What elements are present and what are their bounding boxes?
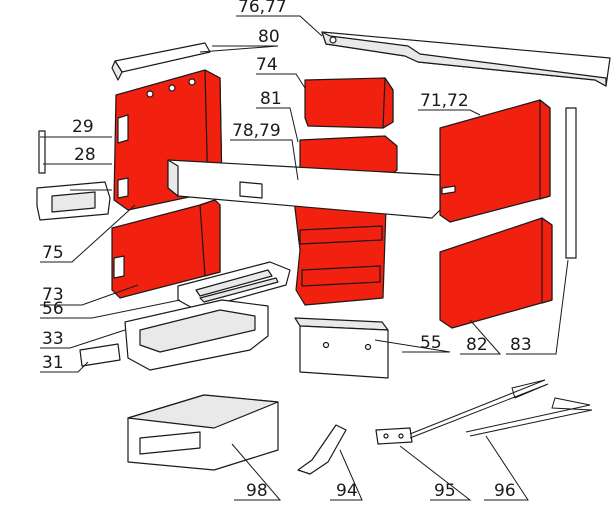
label-31: 31: [42, 353, 64, 373]
part-lower-left-brick: [111, 199, 221, 299]
part-handle-plate: [375, 379, 549, 445]
label-82: 82: [466, 335, 488, 355]
label-80: 80: [258, 27, 280, 47]
part-crossbar-baffle: [167, 159, 441, 219]
part-vertical-strip: [565, 107, 577, 259]
label-71-72: 71,72: [420, 91, 469, 111]
label-29: 29: [72, 117, 94, 137]
label-95: 95: [434, 481, 456, 501]
label-98: 98: [246, 481, 268, 501]
label-56: 56: [42, 299, 64, 319]
label-28: 28: [74, 145, 96, 165]
part-top-center-brick: [304, 77, 394, 129]
part-right-upper-brick: [439, 99, 551, 223]
label-83: 83: [510, 335, 532, 355]
label-74: 74: [256, 55, 278, 75]
label-94: 94: [336, 481, 358, 501]
label-75: 75: [42, 243, 64, 263]
part-poker-rod: [465, 397, 593, 437]
label-73: 73: [42, 285, 64, 305]
leader-lines: [40, 15, 569, 501]
part-plate: [294, 317, 389, 379]
part-rod: [38, 130, 46, 174]
part-labels: 76,77 80 74 81 78,79 71,72 29 28 75 73 5…: [42, 0, 532, 501]
part-bracket: [111, 42, 211, 81]
part-grate-frame: [36, 181, 111, 221]
label-96: 96: [494, 481, 516, 501]
part-ash-pan-base: [124, 299, 269, 371]
part-hook-tool: [297, 424, 347, 475]
part-top-baffle-rail: [321, 31, 611, 87]
label-33: 33: [42, 329, 64, 349]
part-center-back-brick: [293, 135, 398, 306]
part-right-lower-brick: [439, 217, 553, 329]
label-81: 81: [260, 89, 282, 109]
label-76-77: 76,77: [238, 0, 287, 17]
label-55: 55: [420, 333, 442, 353]
part-ash-drawer: [127, 394, 279, 471]
label-78-79: 78,79: [232, 121, 281, 141]
part-clip: [79, 343, 121, 367]
